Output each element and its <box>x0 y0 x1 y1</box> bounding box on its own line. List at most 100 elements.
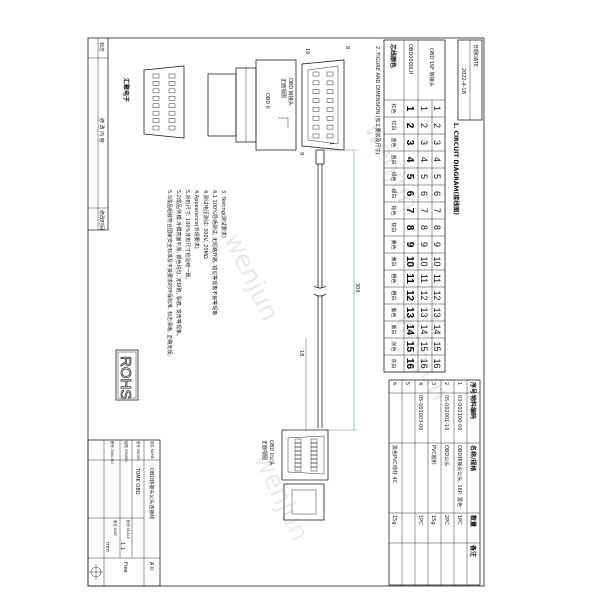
pin-cell: 12 <box>419 290 429 300</box>
note-line: 4.Appearance(外观要求) <box>193 190 200 249</box>
obd2-male-front-view: OBD II公头 正面视图 <box>261 429 329 481</box>
pin-cell: 1 <box>432 106 442 111</box>
pin-cell: 10 <box>404 256 415 268</box>
pin-cell: 15 <box>432 341 442 351</box>
pin-cell: 13 <box>419 307 429 317</box>
obd-adapter-side-view: OBD II <box>207 59 297 151</box>
pin-cell: 5 <box>404 174 415 180</box>
svg-text:标志: 标志 <box>98 42 105 52</box>
note-line: 5.外形尺寸: 100%外形尺寸检验统一致。 <box>184 190 191 282</box>
dimension-length: 300 <box>354 283 360 293</box>
wire-color-cell: 绿白 <box>390 188 397 198</box>
pin-cell: 1 <box>419 106 429 111</box>
svg-text:9: 9 <box>298 152 304 155</box>
pin-table: OBD 16F 转接头OBD0000LH芯线颜色111红色222红白333蓝色4… <box>383 39 446 373</box>
pin-contact <box>326 107 334 112</box>
pin-contact <box>152 110 160 116</box>
unit-label: 单位 UNIT <box>113 520 118 537</box>
pin-contact <box>326 116 334 121</box>
bom-cell: 1 <box>456 382 462 385</box>
pin-contact <box>152 81 160 86</box>
bom-header: 序号 <box>469 381 477 394</box>
bom-cell: OBD公头 <box>443 445 450 466</box>
pin-contact <box>168 96 176 101</box>
pin-cell: 13 <box>404 307 415 319</box>
wire-color-cell: 紫白 <box>390 324 397 334</box>
pin-cell: 9 <box>404 242 415 248</box>
pin-contact <box>312 80 320 86</box>
bom-cell: 15g <box>430 515 436 525</box>
pin-contact <box>312 124 320 130</box>
pin-cell: 3 <box>432 140 442 145</box>
wire-color-cell: 蓝白 <box>390 154 397 164</box>
bom-cell: 2 <box>443 382 449 385</box>
pin-contact <box>310 466 318 472</box>
drawn-label: 绘图 DRAWN <box>124 441 129 462</box>
bom-cell: 4 <box>417 382 423 385</box>
bom-cell: PVC胶料 <box>430 445 437 465</box>
svg-text:修改时间: 修改时间 <box>98 210 105 230</box>
scale-label: 比例 SCALE <box>126 520 131 539</box>
pin-cell: 16 <box>419 358 429 368</box>
svg-text:日期DATE: 日期DATE <box>472 44 478 67</box>
pin-cell: 5 <box>432 174 442 179</box>
bom-cell: 15g <box>391 515 397 525</box>
pin-cell: 5 <box>419 174 429 179</box>
note-line: 5.3成品组装符合国家安全标准及不良要求的环保标准, 标志清晰, 正确无误。 <box>166 190 173 359</box>
dimension-small: 18 <box>298 350 304 356</box>
section-figure-dimension: 2. FIGURE AND DIMENSION (加工要求及尺寸) <box>374 46 381 154</box>
pin-cell: 6 <box>419 191 429 196</box>
pin-contact <box>152 96 160 101</box>
pin-contact <box>152 88 160 94</box>
bom-cell: 1PC <box>417 515 423 525</box>
bom-cell: 2PC <box>443 515 449 525</box>
title-block: 品名 NAME OBD转接头公头连接线 型号 MODEL T0MK OBD 绘图… <box>87 439 161 587</box>
pin-cell: 11 <box>419 274 429 283</box>
note-line: 4.测试电压测试: 300V, 20MΩ <box>202 190 209 259</box>
pin-cell: 12 <box>432 290 442 300</box>
pin-cell: 3 <box>419 140 429 145</box>
pin-contact <box>326 124 334 130</box>
pin-contact <box>326 98 334 103</box>
pin-header-model: OBD0000LH <box>407 44 413 75</box>
pin-cell: 14 <box>404 324 415 336</box>
pin-contact <box>152 73 160 79</box>
bom-cell: 6 <box>391 382 397 385</box>
pin-contact <box>168 81 176 86</box>
pin-cell: 14 <box>419 324 429 334</box>
pin-header-adapter: OBD 16F 转接头 <box>428 48 435 87</box>
pin-contact <box>312 98 320 103</box>
pin-cell: 7 <box>404 208 415 214</box>
svg-text:2022-4-18: 2022-4-18 <box>460 68 466 94</box>
wire-color-cell: 橙白 <box>390 290 397 300</box>
pin-cell: 8 <box>419 225 429 230</box>
sheet-label: 图号 DWG NO <box>110 441 115 464</box>
pin-cell: 1 <box>404 106 415 112</box>
pin-cell: 7 <box>419 208 429 213</box>
pin-contact <box>326 133 334 139</box>
pin-cell: 10 <box>419 256 429 266</box>
wire-color-cell: 蓝色 <box>390 137 397 147</box>
svg-text:OBD 转接头: OBD 转接头 <box>287 78 294 106</box>
model-label: 型号 MODEL <box>136 441 141 461</box>
pin-cell: 9 <box>419 242 429 247</box>
pin-cell: 4 <box>432 157 442 162</box>
wire-color-cell: 红色 <box>390 103 397 113</box>
product-name: OBD转接头公头连接线 <box>148 468 155 519</box>
svg-text:16: 16 <box>304 48 310 54</box>
bom-cell: 03-002100-00 <box>456 395 462 430</box>
pin-contact <box>312 71 320 77</box>
pin-contact <box>326 89 334 94</box>
rohs-mark: ROHS <box>115 349 139 401</box>
pin-contact <box>168 88 176 94</box>
pin-cell: 2 <box>419 123 429 128</box>
pin-contact <box>168 125 176 131</box>
bom-cell: 1PC <box>456 515 462 525</box>
svg-text:A.0: A.0 <box>148 562 154 570</box>
bom-header: 数量 <box>469 515 477 527</box>
svg-text:1: 1 <box>328 142 334 145</box>
bom-cell: 05-001003-00 <box>417 395 423 430</box>
svg-text:OBD II: OBD II <box>264 93 270 109</box>
process-notes: 3. Testing(测试要求)4.1 100%导通测试, 无短路开路, 错位等… <box>166 190 227 359</box>
